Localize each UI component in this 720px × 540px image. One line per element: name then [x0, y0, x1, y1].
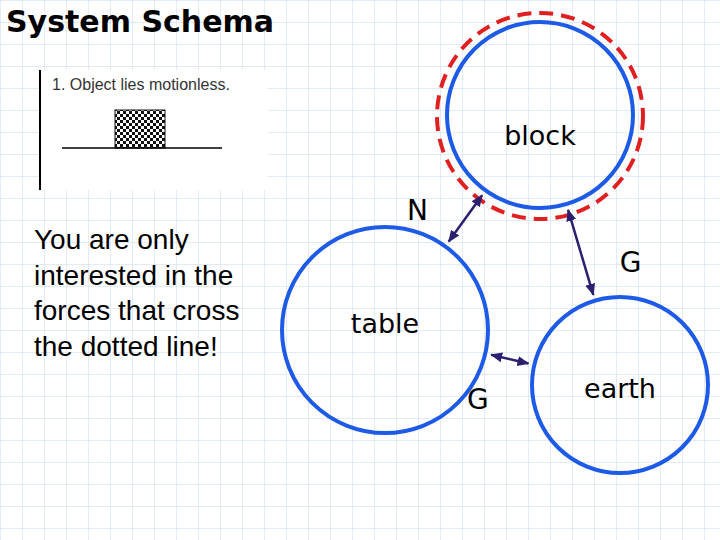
circle-outline — [445, 20, 635, 210]
force-label: G — [620, 246, 642, 279]
slide-title: System Schema — [6, 4, 274, 39]
inset-caption: 1. Object lies motionless. — [52, 75, 262, 95]
force-label: G — [467, 383, 489, 416]
node-label: table — [280, 308, 490, 339]
circle-shape — [447, 22, 633, 208]
body-circle: block — [445, 20, 635, 210]
body-circle: earth — [530, 295, 710, 475]
force-arrow — [449, 195, 482, 241]
node-label: block — [445, 120, 635, 151]
force-arrow — [491, 355, 528, 364]
force-arrow — [568, 210, 593, 295]
force-label: N — [407, 194, 428, 227]
body-circle: table — [280, 225, 490, 435]
node-label: earth — [530, 373, 710, 404]
note-text: You are only interested in the forces th… — [34, 222, 279, 364]
